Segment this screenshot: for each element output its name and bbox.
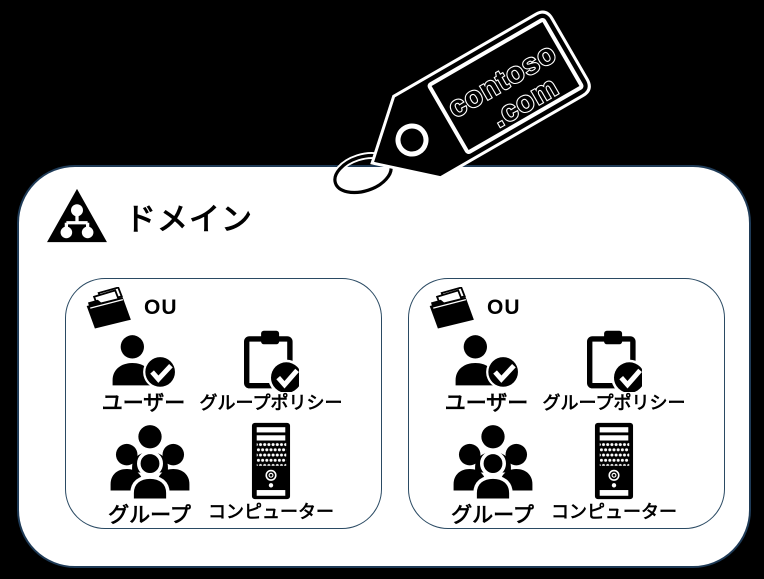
ou-title: OU bbox=[487, 296, 521, 319]
folder-icon bbox=[86, 287, 131, 329]
ou-item-group: グループ bbox=[82, 417, 217, 528]
ou-item-user: ユーザー bbox=[419, 335, 554, 416]
user-check-icon bbox=[455, 335, 520, 390]
domain-box: ドメイン OU bbox=[17, 165, 751, 568]
ou-item-user: ユーザー bbox=[76, 335, 211, 416]
ou-item-computer: コンピューター bbox=[549, 421, 679, 523]
ou-box-left: OU ユーザー bbox=[65, 278, 382, 529]
domain-label: ドメイン bbox=[125, 201, 253, 237]
user-label: ユーザー bbox=[101, 392, 186, 415]
group-label: グループ bbox=[108, 504, 191, 527]
ou-item-policy: グループポリシー bbox=[543, 329, 685, 414]
domain-icon bbox=[47, 188, 107, 243]
group-icon bbox=[453, 425, 532, 503]
computer-label: コンピューター bbox=[208, 502, 334, 522]
clipboard-check-icon bbox=[587, 330, 642, 392]
user-label: ユーザー bbox=[444, 392, 529, 415]
group-icon bbox=[110, 425, 189, 503]
ou-box-right: OU ユーザー bbox=[408, 278, 725, 529]
ou-item-computer: コンピューター bbox=[206, 421, 336, 523]
computer-icon bbox=[251, 422, 291, 500]
policy-label: グループポリシー bbox=[199, 393, 343, 413]
ou-item-group: グループ bbox=[425, 417, 560, 528]
group-label: グループ bbox=[451, 504, 534, 527]
user-check-icon bbox=[112, 335, 177, 390]
computer-icon bbox=[594, 422, 634, 500]
clipboard-check-icon bbox=[244, 330, 299, 392]
ou-item-policy: グループポリシー bbox=[200, 329, 342, 414]
tag-text-line2: .com bbox=[486, 71, 564, 135]
tag-text-line1: contoso bbox=[443, 37, 563, 125]
domain-title-row: ドメイン bbox=[45, 187, 253, 245]
ou-header: OU bbox=[82, 287, 178, 329]
policy-label: グループポリシー bbox=[542, 393, 686, 413]
computer-label: コンピューター bbox=[551, 502, 677, 522]
folder-icon bbox=[429, 287, 474, 329]
ou-title: OU bbox=[144, 296, 178, 319]
ou-header: OU bbox=[425, 287, 521, 329]
